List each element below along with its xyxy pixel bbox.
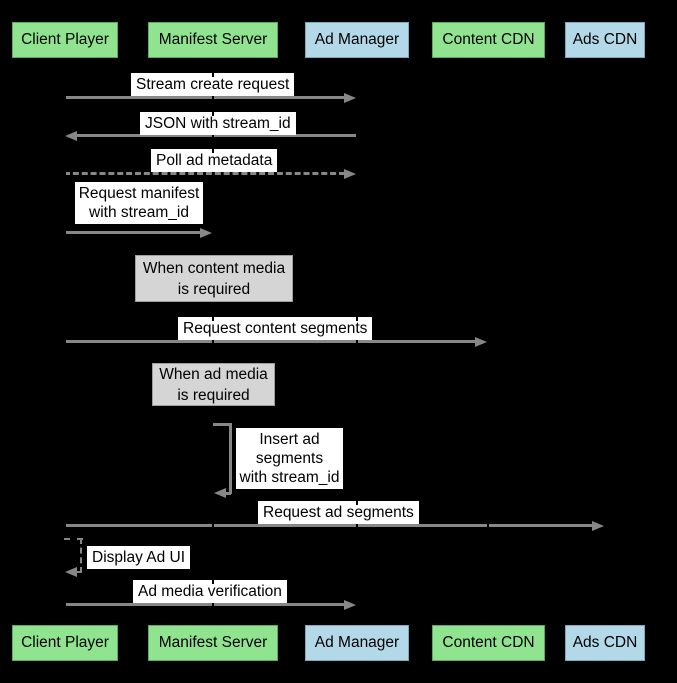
message-label: Ad media verification bbox=[133, 580, 287, 603]
arrowhead-icon bbox=[214, 488, 226, 498]
lifeline-content-cdn bbox=[487, 58, 489, 625]
self-loop-side bbox=[229, 423, 232, 494]
lifeline-notch bbox=[212, 111, 214, 116]
message-line bbox=[64, 96, 345, 99]
lifeline-notch bbox=[356, 500, 358, 505]
message-label: Request ad segments bbox=[258, 501, 419, 524]
lifeline-ads-cdn bbox=[604, 58, 606, 625]
message-line bbox=[64, 231, 201, 234]
arrowhead-icon bbox=[592, 520, 604, 531]
message-line bbox=[64, 340, 476, 343]
lifeline-notch bbox=[212, 148, 214, 153]
lifeline-manifest-server bbox=[212, 58, 214, 625]
message-label: Poll ad metadata bbox=[151, 149, 278, 172]
arrowhead-icon bbox=[475, 336, 487, 347]
actor-content-cdn-bottom: Content CDN bbox=[432, 625, 545, 661]
arrowhead-icon bbox=[65, 130, 77, 141]
actor-client-player-top: Client Player bbox=[12, 22, 118, 58]
self-loop-bottom bbox=[224, 492, 231, 495]
lifeline-notch bbox=[212, 579, 214, 584]
actor-client-player-bottom: Client Player bbox=[12, 625, 118, 661]
actor-ad-manager-top: Ad Manager bbox=[305, 22, 409, 58]
arrowhead-icon bbox=[65, 567, 77, 577]
message-label: Request manifest with stream_id bbox=[75, 182, 203, 224]
arrowhead-icon bbox=[200, 227, 212, 238]
arrowhead-icon bbox=[344, 168, 356, 179]
actor-ads-cdn-bottom: Ads CDN bbox=[565, 625, 645, 661]
message-line bbox=[64, 172, 345, 175]
message-label: JSON with stream_id bbox=[140, 112, 296, 135]
lifeline-notch bbox=[212, 316, 214, 321]
lifeline-notch bbox=[212, 72, 214, 77]
lifeline-notch bbox=[356, 316, 358, 321]
message-label: Stream create request bbox=[131, 73, 295, 96]
message-label: Request content segments bbox=[178, 317, 373, 340]
message-label: Insert ad segments with stream_id bbox=[236, 428, 343, 489]
lifeline-client-player bbox=[64, 58, 66, 625]
self-loop-top bbox=[64, 538, 83, 540]
message-line bbox=[64, 524, 593, 527]
lifeline-ad-manager bbox=[356, 58, 358, 625]
note-box: When ad media is required bbox=[152, 363, 275, 406]
actor-ad-manager-bottom: Ad Manager bbox=[305, 625, 409, 661]
message-line bbox=[64, 603, 345, 606]
message-line bbox=[76, 134, 357, 137]
self-loop-top bbox=[213, 423, 232, 426]
actor-content-cdn-top: Content CDN bbox=[432, 22, 545, 58]
actor-manifest-server-top: Manifest Server bbox=[148, 22, 278, 58]
note-box: When content media is required bbox=[135, 255, 293, 302]
actor-manifest-server-bottom: Manifest Server bbox=[148, 625, 278, 661]
message-label: Display Ad UI bbox=[87, 546, 191, 569]
self-loop-side bbox=[80, 538, 82, 573]
arrowhead-icon bbox=[344, 599, 356, 610]
self-loop-bottom bbox=[75, 571, 82, 573]
arrowhead-icon bbox=[344, 92, 356, 103]
actor-ads-cdn-top: Ads CDN bbox=[565, 22, 645, 58]
